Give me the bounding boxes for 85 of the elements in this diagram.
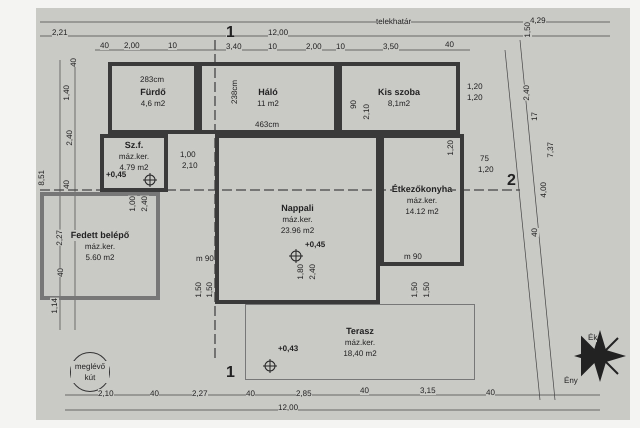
dimension-text: 10 (268, 42, 277, 51)
dimension-text: 4,00 (539, 182, 548, 198)
room-area: 18,40 m2 (343, 348, 377, 358)
level-mark: +0,43 (278, 344, 298, 353)
dimension-text: 1,20 (446, 140, 455, 156)
dimension-text: 283cm (140, 75, 164, 84)
dimension-text: 1,50 (422, 282, 431, 298)
dimension-text: 2,10 (182, 161, 198, 170)
dimension-text: 17 (530, 112, 539, 121)
dimension-text: 1,80 (296, 264, 305, 280)
level-mark: +0,45 (106, 170, 126, 179)
dimension-text: 4,29 (530, 16, 546, 25)
dimension-text: 1,00 (180, 150, 196, 159)
room-area: 4,6 m2 (140, 98, 166, 109)
dimension-text: 40 (62, 180, 71, 189)
room-outline (338, 62, 460, 134)
dimension-text: 40 (150, 389, 159, 398)
dimension-text: 2,40 (308, 264, 317, 280)
room-outline (198, 62, 338, 134)
floor-finish: máz.ker. (282, 214, 313, 224)
dimension-text: 8,51 (37, 170, 46, 186)
room-area: 14.12 m2 (405, 206, 439, 216)
dimension-text: m 90 (404, 252, 422, 261)
room-area: 8,1m2 (388, 98, 410, 109)
dimension-text: 1,20 (467, 93, 483, 102)
dimension-text: 40 (445, 40, 454, 49)
dimension-text: 2,40 (522, 85, 531, 101)
dimension-text: 40 (246, 389, 255, 398)
room-area: 4.79 m2 (120, 162, 148, 173)
dimension-text: 40 (100, 41, 109, 50)
room-name: Nappali (281, 202, 314, 214)
dimension-text: 2,21 (52, 28, 68, 37)
dimension-text: 40 (360, 386, 369, 395)
room-outline (108, 62, 198, 134)
room-area: 11 m2 (257, 98, 279, 109)
dimension-text: 40 (56, 268, 65, 277)
dimension-text: 2,27 (192, 389, 208, 398)
dimension-text: 2,40 (65, 130, 74, 146)
dimension-text: 90 (349, 100, 358, 109)
dimension-text: 2,10 (98, 389, 114, 398)
dimension-text: 238cm (230, 80, 239, 104)
dimension-text: 1,50 (523, 22, 532, 38)
dimension-text: 75 (480, 154, 489, 163)
level-mark: +0,45 (305, 240, 326, 249)
dimension-text: m 90 (196, 254, 214, 263)
floor-finish: máz.ker. (118, 151, 150, 162)
boundary-label: telekhatár (376, 17, 412, 26)
dimension-text: 1,40 (62, 85, 71, 101)
well-label: meglévő kút (71, 361, 109, 383)
room-outline (245, 304, 475, 380)
dimension-text: 1,20 (467, 82, 483, 91)
dimension-text: 3,50 (383, 42, 399, 51)
room-name: Sz.f. (124, 140, 144, 151)
dimension-text: 463cm (255, 120, 280, 129)
room-name: Kis szoba (378, 87, 420, 98)
dimension-text: 40 (486, 388, 495, 397)
dimension-text: 1,00 (128, 196, 137, 212)
dimension-text: 2,00 (124, 41, 140, 50)
room-name: Háló (258, 87, 278, 98)
dimension-text: 10 (168, 41, 177, 50)
room-outline (215, 134, 380, 304)
dimension-text: 40 (530, 228, 539, 237)
dimension-text: 1,50 (205, 282, 214, 298)
dimension-text: 2,00 (306, 42, 322, 51)
room-name: Terasz (346, 326, 374, 336)
dimension-text: 12,00 (278, 403, 298, 412)
dimension-text: 1,14 (50, 298, 59, 314)
room-outline (380, 134, 464, 266)
dimension-text: 7,37 (546, 142, 555, 158)
dimension-text: 3,40 (226, 42, 242, 51)
dimension-text: 10 (336, 42, 345, 51)
compass-label: Ény (564, 376, 578, 385)
dimension-text: 1,20 (478, 165, 494, 174)
dimension-text: 2,27 (55, 230, 64, 246)
dimension-text: 2,40 (140, 196, 149, 212)
room-name: Fürdő (140, 87, 166, 98)
dimension-text: 2,85 (296, 389, 312, 398)
dimension-text: 2,10 (362, 104, 371, 120)
well-circle (70, 352, 110, 392)
dimension-text: 1,50 (410, 282, 419, 298)
dimension-text: 1,50 (194, 282, 203, 298)
dimension-text: 12,00 (268, 28, 288, 37)
compass-label: Ék (588, 333, 598, 342)
dimension-text: 40 (69, 58, 78, 67)
room-outline (100, 134, 168, 192)
